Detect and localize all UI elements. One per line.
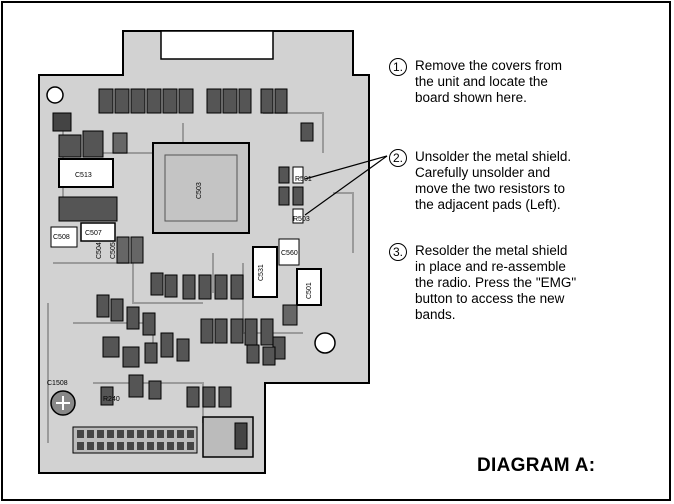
step-1-line-3: board shown here. [415, 90, 527, 105]
label-c508: C508 [53, 234, 70, 241]
step-2-line-2: Carefully unsolder and [415, 165, 551, 180]
step-3-line-3: the radio. Press the "EMG" [415, 275, 577, 290]
step-2-line-4: the adjacent pads (Left). [415, 197, 561, 212]
label-c505: C505 [110, 242, 117, 259]
mounting-hole-left [46, 86, 64, 104]
pointer-line-lower [304, 155, 388, 216]
label-r501: R501 [295, 176, 312, 183]
step-3-line-5: bands. [415, 307, 456, 322]
label-r503: R503 [293, 216, 310, 223]
label-r240: R240 [103, 396, 120, 403]
step-3-line-2: in place and re-assemble [415, 259, 566, 274]
label-c513: C513 [75, 172, 92, 179]
label-c531: C531 [258, 264, 265, 281]
label-c560: C560 [281, 250, 298, 257]
metal-shield [152, 142, 250, 234]
board-labels: C513 C507 C508 C504 C505 C503 C531 C501 … [47, 172, 313, 403]
mounting-hole-right [314, 332, 336, 354]
step-number-badge: 1. [389, 58, 407, 76]
pointer-line-upper [304, 155, 388, 180]
right-components [252, 238, 322, 326]
step-2-line-1: Unsolder the metal shield. [415, 149, 572, 164]
middle-components [96, 272, 286, 408]
step-number-badge: 3. [389, 243, 407, 261]
shield-inner [164, 154, 238, 222]
circuit-board-illustration: C513 C507 C508 C504 C505 C503 C531 C501 … [38, 30, 388, 474]
step-1-line-2: the unit and locate the [415, 74, 548, 89]
label-c501: C501 [306, 282, 313, 299]
resistor-pads [278, 122, 314, 224]
label-shield: C503 [196, 182, 203, 199]
label-c504: C504 [96, 242, 103, 259]
top-connector-row [98, 88, 288, 114]
step-2-line-3: move the two resistors to [415, 181, 566, 196]
label-c1508: C1508 [47, 380, 68, 387]
step-3-line-4: button to access the new [415, 291, 565, 306]
label-c507: C507 [85, 230, 102, 237]
diagram-title: DIAGRAM A: [477, 455, 596, 476]
board-top-notch [160, 30, 274, 60]
step-3-line-1: Resolder the metal shield [415, 243, 568, 258]
step-number-badge: 2. [389, 149, 407, 167]
left-components [50, 112, 144, 264]
connector-pins [77, 430, 194, 450]
step-1-line-1: Remove the covers from [415, 58, 563, 73]
